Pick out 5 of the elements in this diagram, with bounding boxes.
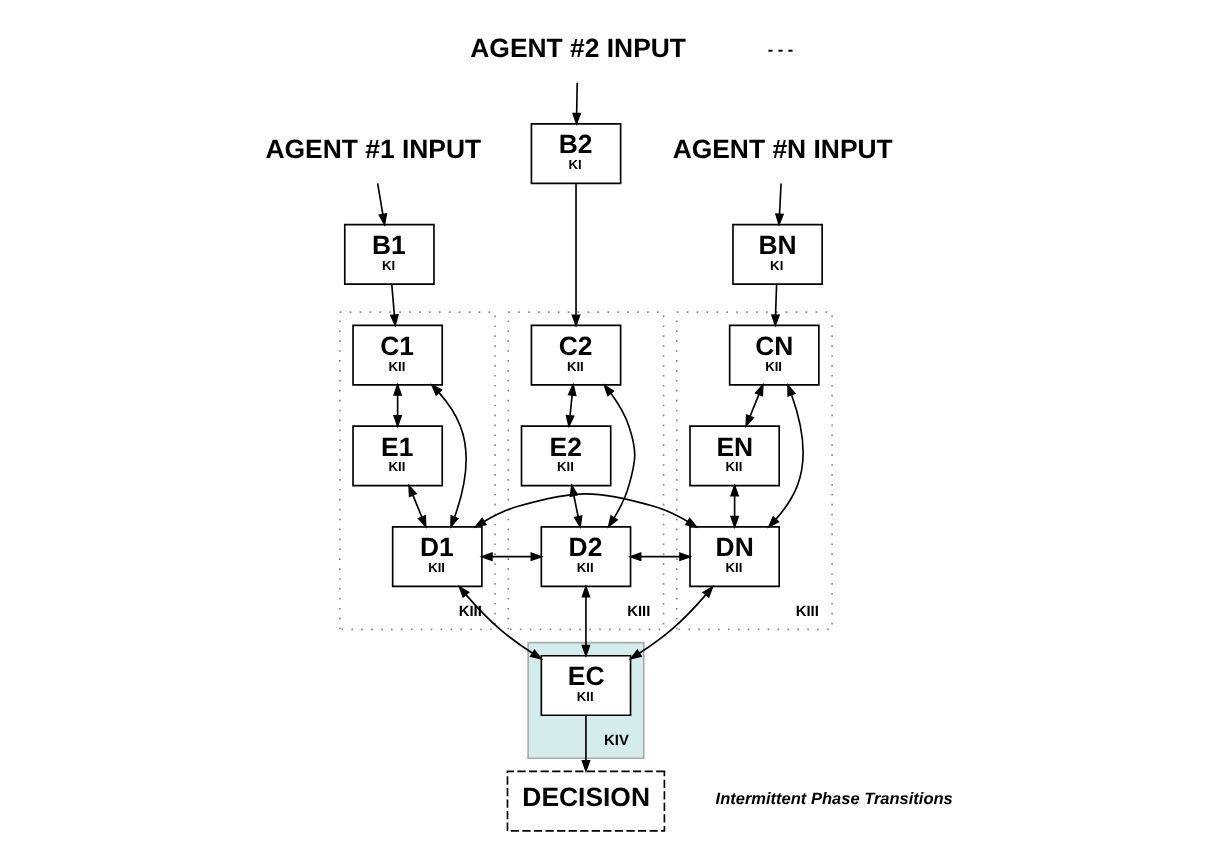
label: Intermittent Phase Transitions bbox=[714, 789, 952, 808]
node-text: AGENT #2 INPUT bbox=[469, 33, 685, 64]
node-text: AGENT #N INPUT bbox=[671, 134, 892, 165]
label: - - - bbox=[766, 41, 793, 60]
node-text: AGENT #1 INPUT bbox=[264, 134, 481, 165]
